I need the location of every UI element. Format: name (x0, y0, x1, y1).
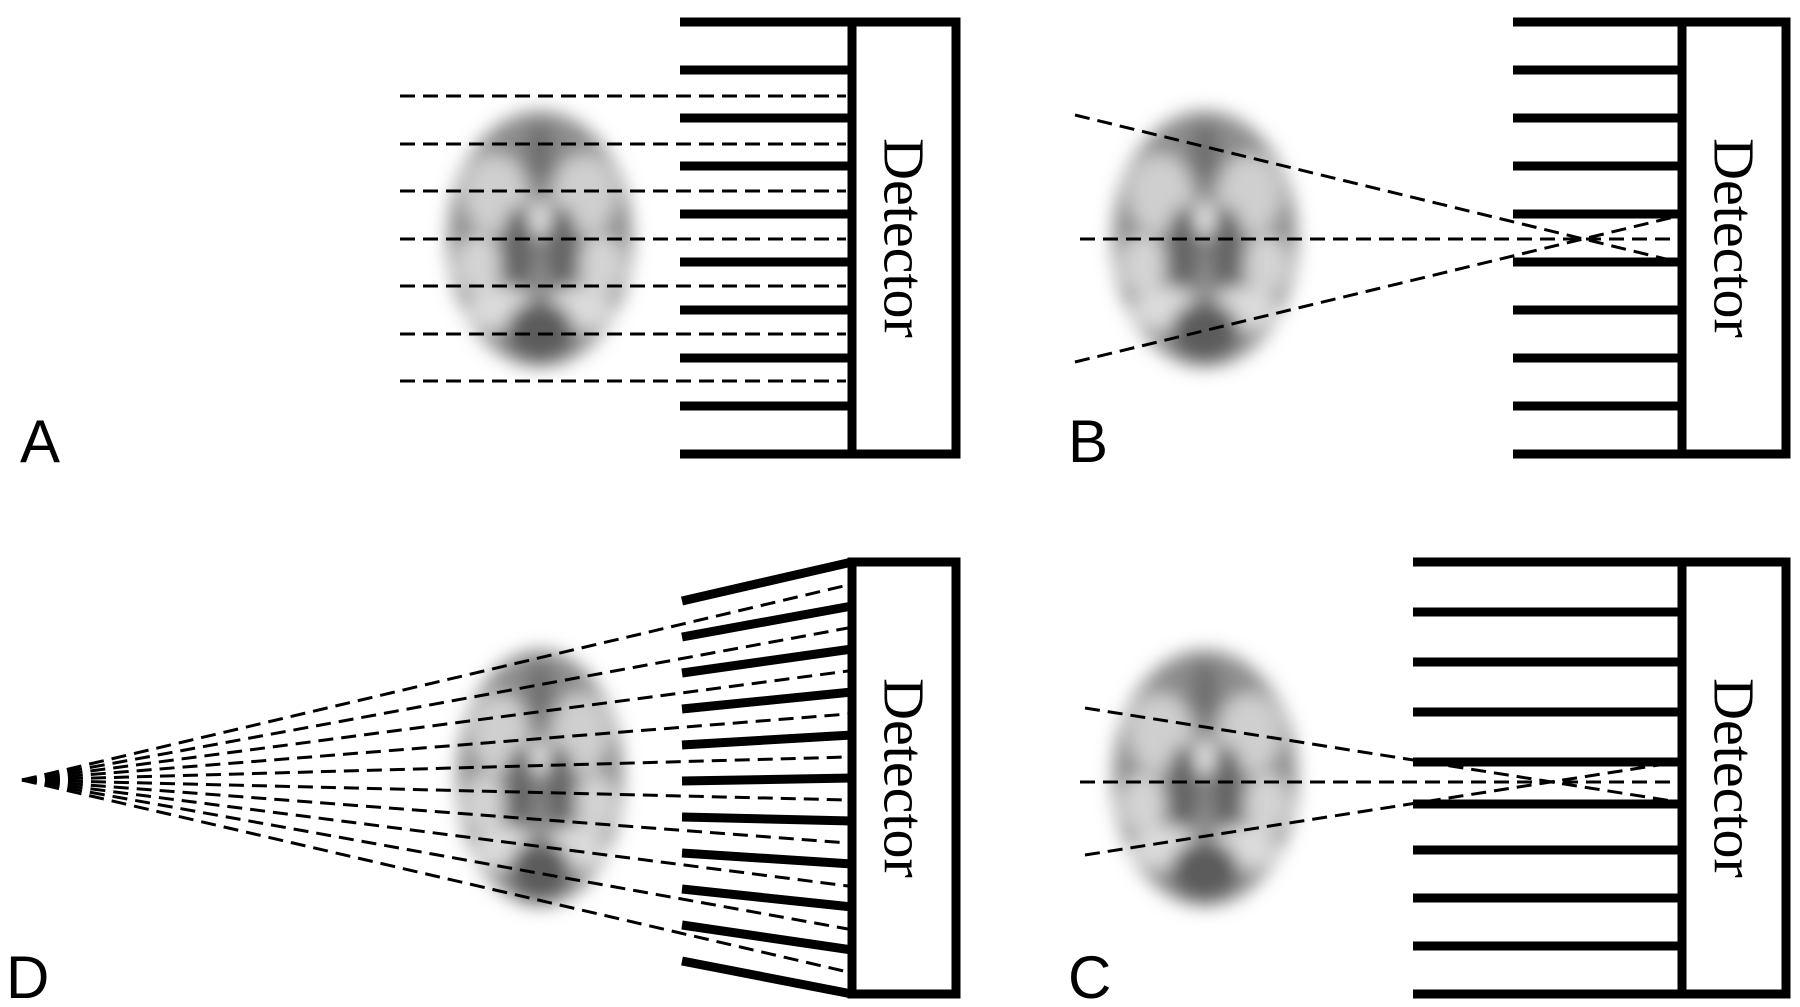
detector-label: Detector (872, 138, 937, 338)
converging-rays (1074, 113, 1679, 364)
parallel-rays (400, 94, 846, 383)
detector-box (847, 557, 961, 999)
brain-image (1113, 650, 1297, 906)
brain-image (457, 650, 623, 906)
panel-letter: B (1068, 408, 1108, 475)
panel-b: Detector B (1068, 17, 1791, 475)
diverging-rays (21, 583, 849, 974)
panel-c: Detector C (1068, 557, 1791, 1007)
pinhole-collimator (1513, 17, 1682, 459)
parallel-collimator-septa (680, 17, 852, 459)
pinhole-collimator (1413, 557, 1682, 999)
panel-d: Detector D (6, 557, 961, 1007)
detector-box (847, 17, 961, 459)
panel-letter: A (20, 408, 60, 475)
detector-label: Detector (1702, 138, 1767, 338)
detector-label: Detector (1702, 678, 1767, 878)
detector-box (1677, 17, 1791, 459)
converging-rays (1080, 706, 1679, 857)
panel-letter: C (1068, 944, 1111, 1007)
panel-letter: D (6, 944, 49, 1007)
detector-label: Detector (872, 678, 937, 878)
detector-box (1677, 557, 1791, 999)
fan-beam-collimator-septa (680, 557, 854, 999)
panel-a: Detector A (20, 17, 961, 475)
